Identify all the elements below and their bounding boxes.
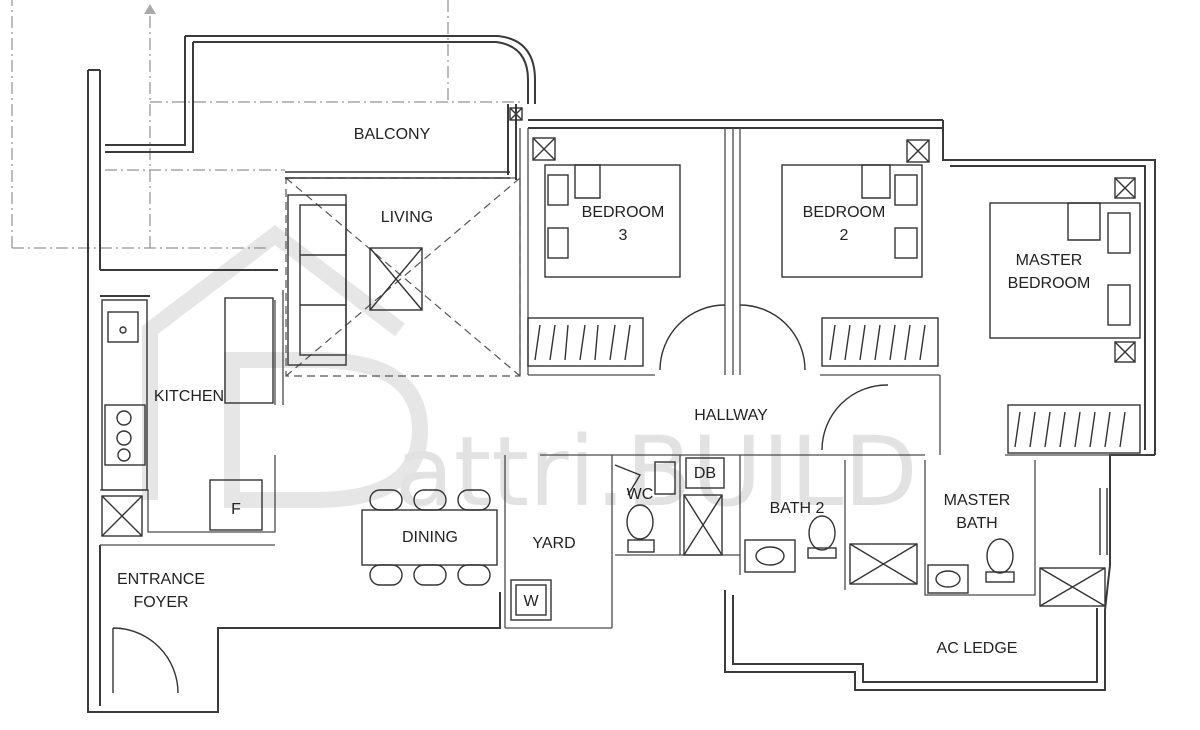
label-db: DB <box>694 465 716 482</box>
label-wc: WC <box>627 486 654 503</box>
master-bath-fixtures <box>927 538 1106 607</box>
living-ceiling-void <box>285 177 521 377</box>
label-kitchen: KITCHEN <box>154 388 224 405</box>
exterior-walls <box>87 35 1156 713</box>
label-dining: DINING <box>402 529 458 546</box>
label-balcony: BALCONY <box>354 126 431 143</box>
balcony-sliding-door <box>285 171 510 179</box>
watermark: attri.BUILD <box>142 224 918 528</box>
bath-2-fixtures <box>744 515 918 585</box>
interior-walls <box>100 128 1145 629</box>
label-master-bedroom-line1: MASTER <box>1016 252 1083 269</box>
kitchen-fixtures <box>101 297 274 537</box>
label-living: LIVING <box>381 209 433 226</box>
washer <box>510 579 552 621</box>
label-bedroom-2-line2: 2 <box>840 227 849 244</box>
sofa <box>287 194 347 366</box>
label-entrance-line1: ENTRANCE <box>117 571 205 588</box>
watermark-text: attri.BUILD <box>395 416 918 528</box>
label-washer: W <box>523 593 539 610</box>
dining-table <box>361 489 498 586</box>
label-fridge: F <box>231 501 241 518</box>
label-master-bath-line1: MASTER <box>944 492 1011 509</box>
label-bedroom-3-line1: BEDROOM <box>582 204 665 221</box>
wc-fixtures <box>614 457 725 556</box>
watermark-house-icon <box>142 224 429 508</box>
reference-lines <box>11 0 520 249</box>
label-ac-ledge: AC LEDGE <box>937 640 1018 657</box>
master-bedroom-furniture <box>989 177 1141 454</box>
balcony-fixtures <box>509 107 523 121</box>
label-bedroom-2-line1: BEDROOM <box>803 204 886 221</box>
label-master-bath-line2: BATH <box>956 515 997 532</box>
label-entrance-line2: FOYER <box>133 594 188 611</box>
label-hallway: HALLWAY <box>694 407 768 424</box>
doors <box>112 304 1108 694</box>
bedroom-2-furniture <box>781 139 939 367</box>
label-master-bedroom-line2: BEDROOM <box>1008 275 1091 292</box>
label-bedroom-3-line2: 3 <box>619 227 628 244</box>
bedroom-3-furniture <box>527 137 681 367</box>
label-bath-2: BATH 2 <box>770 500 825 517</box>
label-yard: YARD <box>532 535 575 552</box>
